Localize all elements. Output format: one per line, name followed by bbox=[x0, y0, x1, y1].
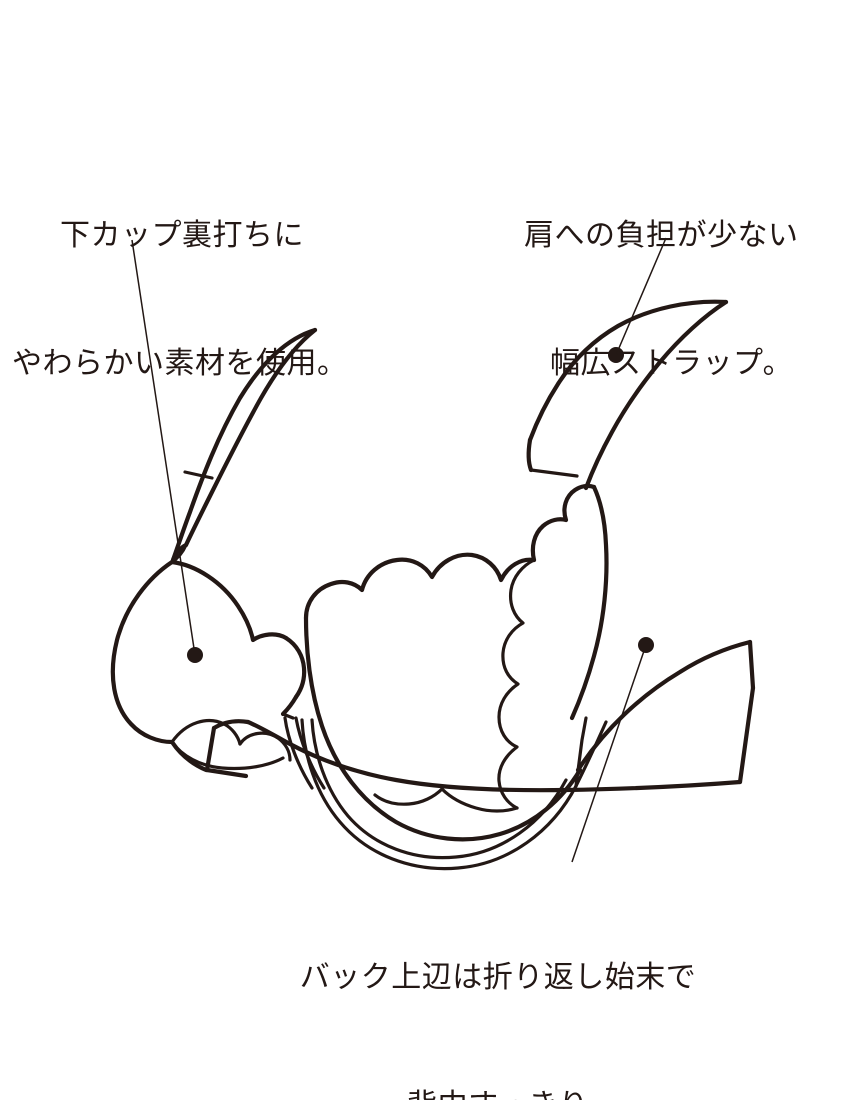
callout-leaders bbox=[131, 237, 667, 863]
callout-wide-strap-line-1: 肩への負担が少ない bbox=[524, 219, 799, 253]
callout-wide-strap-line-2: 幅広ストラップ。 bbox=[550, 346, 794, 380]
callout-wide-strap: 肩への負担が少ない 幅広ストラップ。 bbox=[524, 130, 799, 471]
back-band bbox=[204, 639, 756, 793]
callout-cup-lining-line-1: 下カップ裏打ちに bbox=[60, 219, 304, 253]
callout-back-finish: バック上辺は折り返し始末で 背中すっきり bbox=[248, 872, 748, 1100]
marker-dot-wide-strap bbox=[608, 347, 624, 363]
leader-line-cup-lining bbox=[131, 239, 196, 656]
callout-back-finish-line-1: バック上辺は折り返し始末で bbox=[299, 961, 697, 995]
leader-line-back-finish bbox=[571, 644, 647, 863]
leader-line-wide-strap bbox=[615, 237, 667, 356]
callout-cup-lining-line-2: やわらかい素材を使用。 bbox=[12, 346, 348, 380]
left-cup bbox=[110, 559, 307, 773]
marker-dot-back-finish bbox=[638, 637, 654, 653]
marker-dot-cup-lining bbox=[187, 647, 203, 663]
callout-back-finish-line-2: 背中すっきり bbox=[248, 1085, 748, 1100]
right-strap bbox=[526, 299, 729, 491]
underwire bbox=[300, 718, 578, 871]
callout-cup-lining: 下カップ裏打ちに やわらかい素材を使用。 bbox=[12, 130, 348, 471]
right-cup bbox=[303, 483, 609, 842]
